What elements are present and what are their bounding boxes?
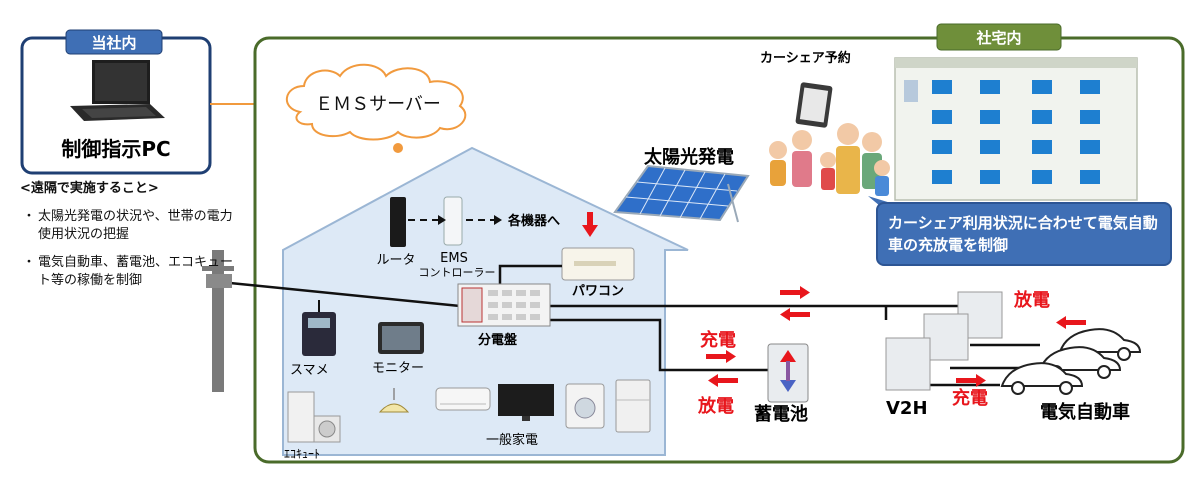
monitor-label: モニター — [372, 361, 424, 376]
router-label: ルータ — [376, 253, 415, 268]
notes-item-text: 電気自動車、蓄電池、エコキュート等の稼働を制御 — [38, 255, 234, 288]
storage-charge-arrow-icon — [706, 350, 736, 363]
ev-discharge: 放電 — [1013, 289, 1050, 311]
washing-machine-icon — [565, 383, 605, 429]
solar-panel-icon — [613, 164, 750, 223]
laptop-icon — [70, 60, 165, 121]
ems-server-cloud: ＥＭＳサーバー — [286, 63, 467, 153]
office-tag: 当社内 — [91, 34, 136, 52]
distribution-panel-icon — [457, 283, 551, 327]
panel-label: 分電盤 — [478, 332, 518, 348]
ecocute-icon — [287, 391, 341, 443]
apartment-building-icon — [894, 57, 1138, 201]
notes-item: ・ 太陽光発電の状況や、世帯の電力使用状況の把握 — [20, 208, 240, 244]
power-lines — [229, 264, 1040, 387]
ems-label-1: EMS — [440, 251, 468, 266]
ev-charge: 充電 — [952, 387, 988, 409]
storage-charge: 充電 — [700, 329, 736, 351]
air-conditioner-icon — [435, 387, 491, 411]
to-devices-label: 各機器へ — [507, 213, 560, 229]
solar-arrow-icon — [582, 212, 598, 237]
residence-tag: 社宅内 — [975, 29, 1021, 47]
family-icon — [769, 123, 890, 196]
ems-controller-icon — [443, 196, 463, 246]
utility-pole-icon — [202, 250, 234, 392]
smartmeter-label: スマメ — [290, 363, 329, 378]
lamp-icon — [378, 388, 410, 413]
office-box: 当社内 制御指示PC — [20, 29, 212, 175]
storage-discharge-arrow-icon — [708, 374, 738, 387]
storage-discharge: 放電 — [697, 395, 734, 417]
tv-icon — [498, 384, 554, 421]
battery-icon — [767, 343, 809, 403]
carshare-label: カーシェア予約 — [760, 50, 851, 66]
notes-bullet: ・ — [22, 255, 36, 270]
solar-label: 太陽光発電 — [644, 146, 734, 168]
powercon-icon — [561, 247, 635, 281]
car-icon-3 — [1000, 362, 1084, 395]
notes-item-text: 太陽光発電の状況や、世帯の電力使用状況の把握 — [38, 209, 233, 242]
powercon-label: パワコン — [572, 284, 624, 299]
router-icon — [390, 197, 406, 247]
v2h-label: V2H — [886, 398, 928, 419]
v2h-flow-arrows-icon — [780, 286, 810, 321]
appliances-label: 一般家電 — [486, 432, 538, 448]
storage-label: 蓄電池 — [754, 403, 808, 425]
ev-charge-arrow-icon — [956, 374, 986, 387]
notes-item: ・ 電気自動車、蓄電池、エコキュート等の稼働を制御 — [20, 254, 240, 290]
ecocute-label: ｴｺｷｭｰﾄ — [284, 447, 320, 461]
v2h-units-icon — [885, 291, 1003, 391]
monitor-icon — [378, 322, 424, 354]
notes-bullet: ・ — [22, 209, 36, 224]
cloud-label: ＥＭＳサーバー — [315, 94, 441, 115]
carshare-callout: カーシェア利用状況に合わせて電気自動車の充放電を制御 — [876, 202, 1172, 266]
tablet-icon — [795, 82, 833, 128]
dashed-arrowhead — [438, 215, 446, 225]
remote-tasks-notes: <遠隔で実施すること> ・ 太陽光発電の状況や、世帯の電力使用状況の把握 ・ 電… — [20, 180, 240, 300]
dashed-arrowhead-2 — [494, 215, 502, 225]
ev-label: 電気自動車 — [1040, 401, 1130, 423]
ev-discharge-arrow-icon — [1056, 316, 1086, 329]
ems-label-2: コントローラー — [419, 266, 496, 279]
notes-heading: <遠隔で実施すること> — [20, 181, 159, 196]
pc-label: 制御指示PC — [61, 137, 170, 161]
smart-meter-icon — [302, 300, 336, 356]
refrigerator-icon — [615, 379, 651, 433]
